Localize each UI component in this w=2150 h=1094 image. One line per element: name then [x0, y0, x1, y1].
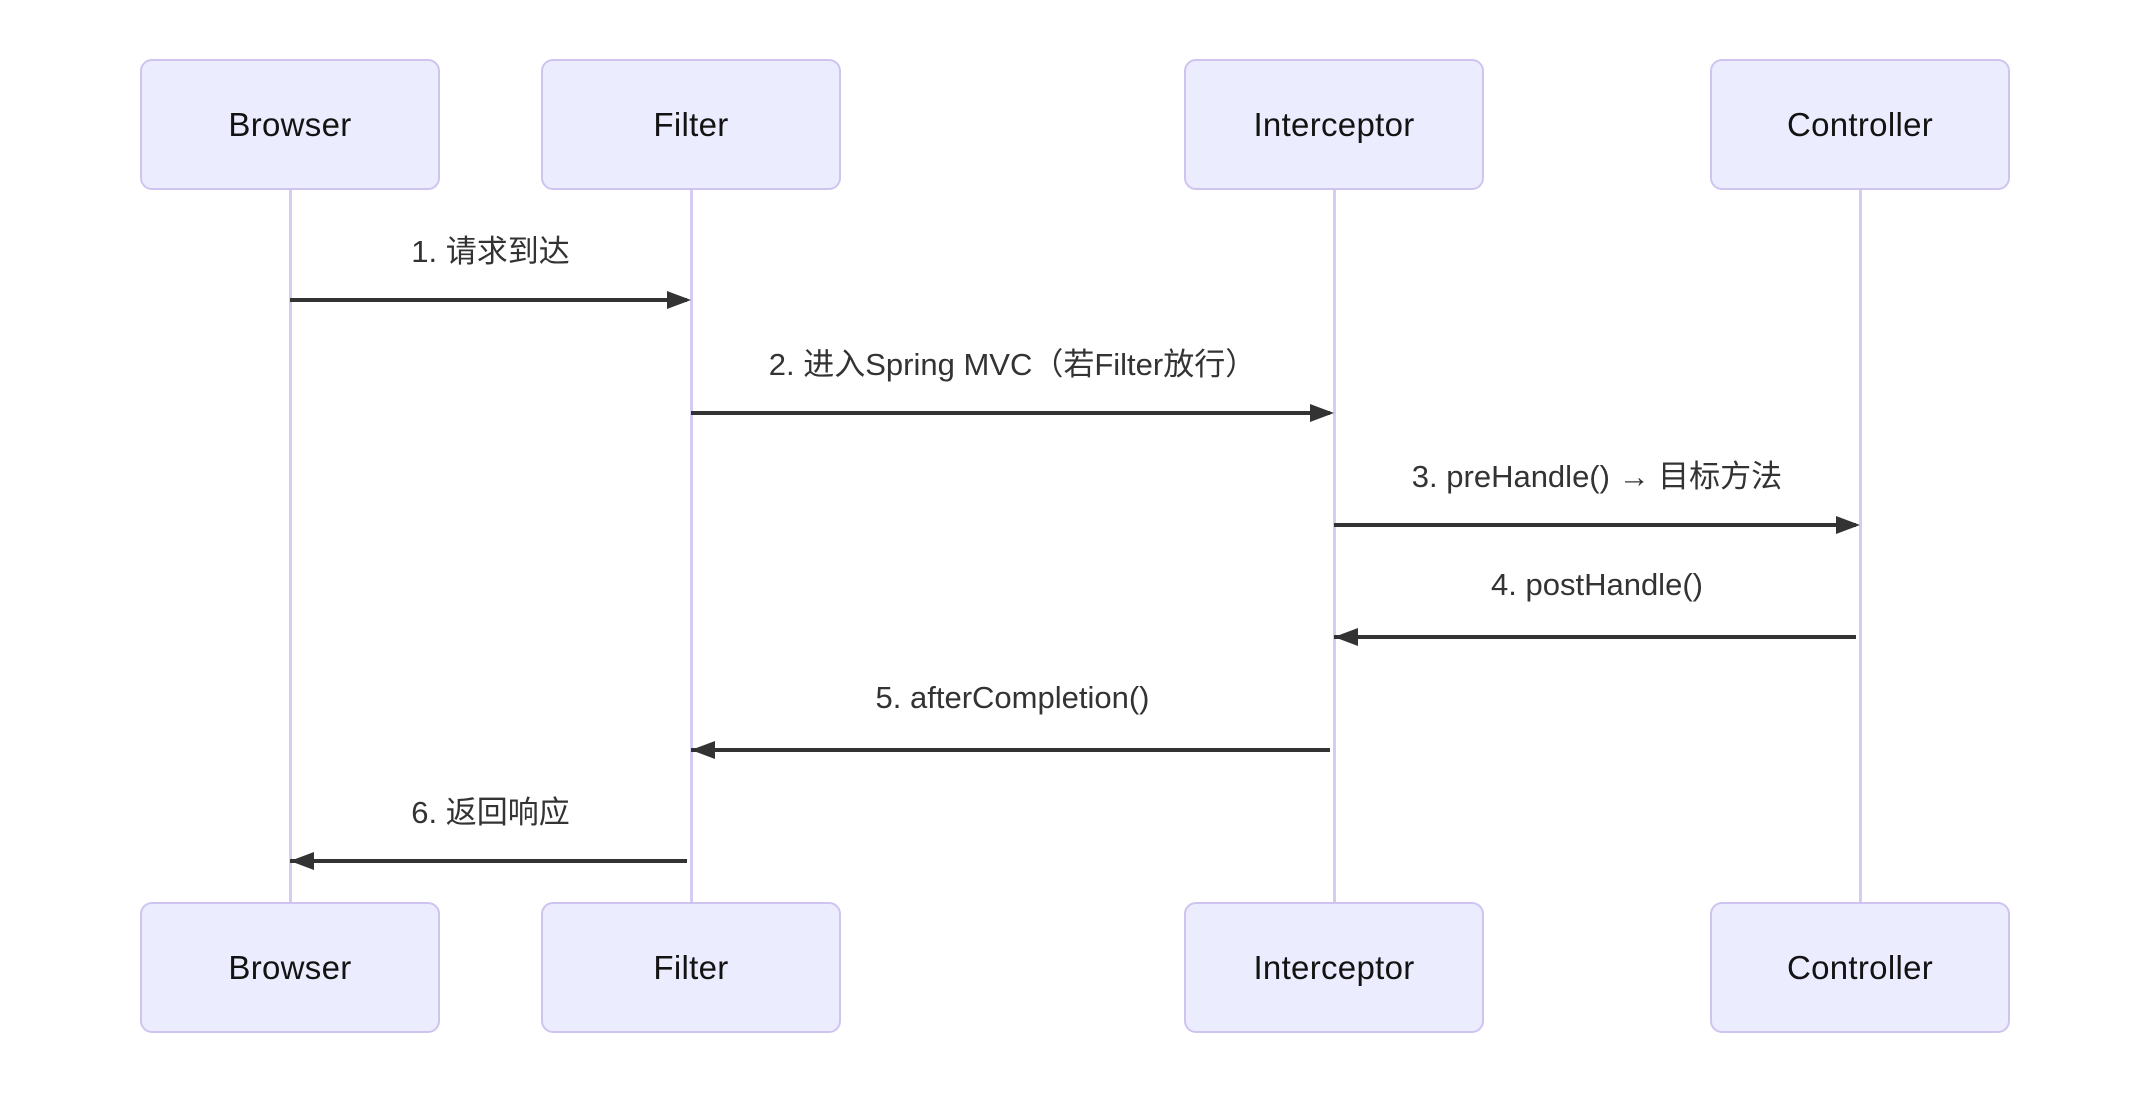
actor-label-interceptor: Interceptor	[1253, 948, 1415, 986]
message-arrowhead-5	[691, 741, 715, 759]
actor-label-interceptor: Interceptor	[1253, 105, 1415, 143]
lifeline-controller	[1858, 190, 1862, 902]
actor-browser-top: Browser	[140, 59, 440, 190]
lifeline-filter	[689, 190, 693, 902]
message-label-3: 3. preHandle() → 目标方法	[1411, 458, 1783, 494]
message-arrowhead-3	[1836, 516, 1860, 534]
message-arrowhead-1	[667, 291, 691, 309]
message-line-5	[691, 748, 1330, 752]
message-line-4	[1334, 635, 1856, 639]
message-arrowhead-2	[1310, 404, 1334, 422]
message-line-1	[290, 298, 687, 302]
actor-label-browser: Browser	[228, 948, 352, 986]
actor-label-filter: Filter	[653, 948, 729, 986]
message-label-1: 1. 请求到达	[411, 233, 570, 269]
actor-interceptor-bottom: Interceptor	[1184, 902, 1484, 1033]
message-arrowhead-4	[1334, 628, 1358, 646]
message-label-2: 2. 进入Spring MVC（若Filter放行）	[768, 346, 1257, 382]
actor-filter-bottom: Filter	[541, 902, 841, 1033]
actor-browser-bottom: Browser	[140, 902, 440, 1033]
actor-controller-bottom: Controller	[1710, 902, 2010, 1033]
message-label-6: 6. 返回响应	[411, 794, 570, 830]
message-line-6	[290, 859, 687, 863]
actor-controller-top: Controller	[1710, 59, 2010, 190]
lifeline-browser	[288, 190, 292, 902]
actor-interceptor-top: Interceptor	[1184, 59, 1484, 190]
message-label-4: 4. postHandle()	[1491, 567, 1703, 602]
actor-filter-top: Filter	[541, 59, 841, 190]
actor-label-controller: Controller	[1786, 105, 1934, 143]
message-line-2	[691, 411, 1330, 415]
lifeline-interceptor	[1332, 190, 1336, 902]
actor-label-controller: Controller	[1786, 948, 1934, 986]
message-label-5: 5. afterCompletion()	[875, 680, 1150, 715]
message-line-3	[1334, 523, 1856, 527]
message-arrowhead-6	[290, 852, 314, 870]
actor-label-filter: Filter	[653, 105, 729, 143]
actor-label-browser: Browser	[228, 105, 352, 143]
